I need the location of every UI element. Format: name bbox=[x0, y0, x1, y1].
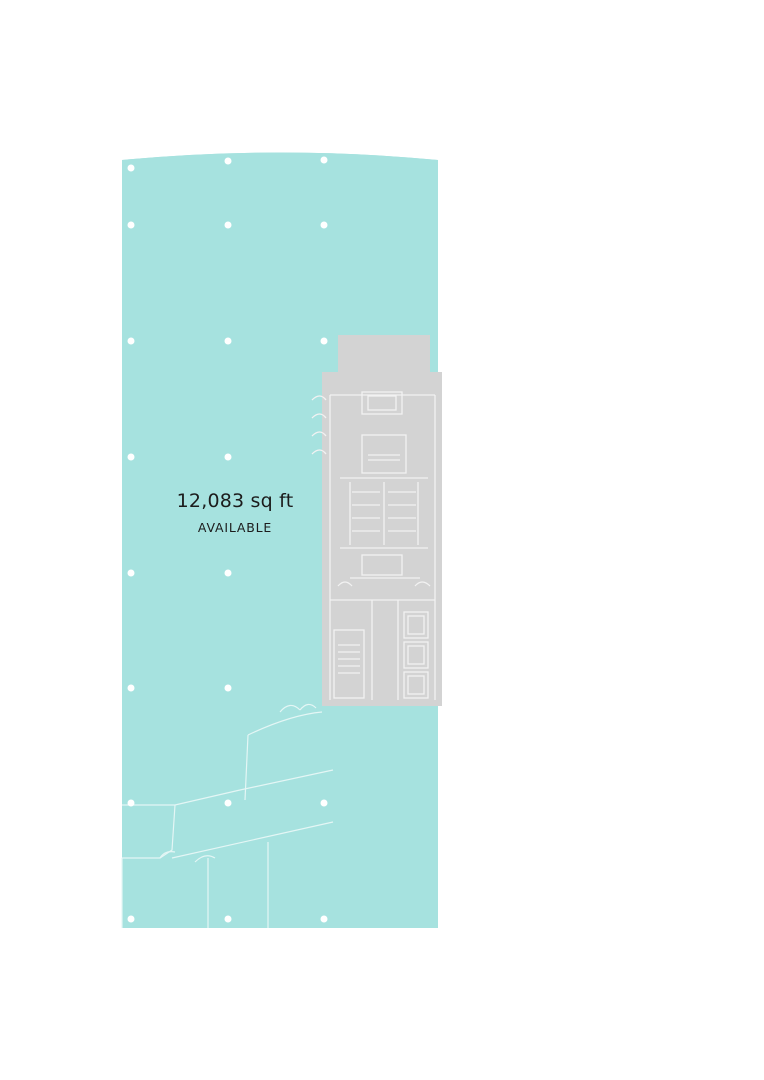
column-marker bbox=[320, 156, 328, 164]
column-marker bbox=[127, 164, 135, 172]
column-marker bbox=[320, 915, 328, 923]
column-marker bbox=[127, 453, 135, 461]
column-marker bbox=[320, 221, 328, 229]
column-marker bbox=[224, 221, 232, 229]
column-marker bbox=[224, 799, 232, 807]
column-marker bbox=[127, 337, 135, 345]
column-marker bbox=[127, 684, 135, 692]
building-core bbox=[311, 335, 442, 706]
column-marker bbox=[224, 337, 232, 345]
column-marker bbox=[320, 337, 328, 345]
column-marker bbox=[127, 799, 135, 807]
core-walls bbox=[311, 391, 436, 700]
column-marker bbox=[127, 915, 135, 923]
column-marker bbox=[224, 453, 232, 461]
column-marker bbox=[224, 915, 232, 923]
partition-lines bbox=[121, 703, 334, 928]
column-marker bbox=[127, 569, 135, 577]
available-floor-area[interactable] bbox=[122, 152, 438, 929]
column-marker bbox=[224, 569, 232, 577]
available-area-status: AVAILABLE bbox=[197, 520, 273, 535]
available-area-size: 12,083 sq ft bbox=[176, 490, 294, 512]
column-marker bbox=[224, 157, 232, 165]
column-marker bbox=[127, 221, 135, 229]
column-marker bbox=[320, 799, 328, 807]
column-marker bbox=[224, 684, 232, 692]
structural-columns bbox=[127, 156, 328, 923]
